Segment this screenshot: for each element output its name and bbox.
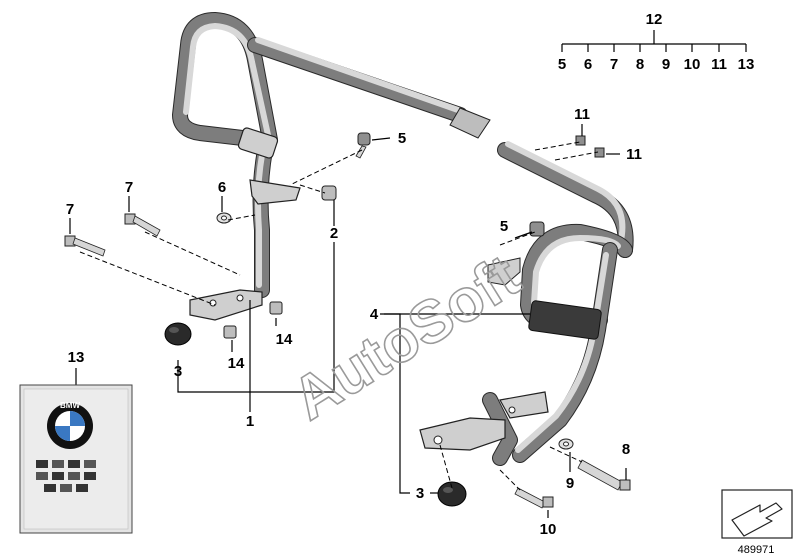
rubber-buffer-3b[interactable]: [437, 481, 467, 507]
callout-8[interactable]: 8: [622, 441, 630, 458]
callout-14[interactable]: 14: [276, 331, 293, 348]
callout-4[interactable]: 4: [370, 306, 379, 323]
kit-legend-item: 7: [610, 56, 618, 73]
callout-5[interactable]: 5: [500, 218, 508, 235]
callout-numbers: 1 2 3 3 4 5 5 6 7 7 8 9 10 11 11 13 14 1…: [66, 106, 642, 538]
callout-5[interactable]: 5: [398, 130, 406, 147]
callout-3[interactable]: 3: [174, 363, 182, 380]
bolt-5-upper[interactable]: [355, 132, 371, 159]
callout-2[interactable]: 2: [330, 225, 338, 242]
callout-7[interactable]: 7: [66, 201, 74, 218]
bolt-8[interactable]: [577, 459, 631, 491]
next-page-arrow-icon[interactable]: [721, 489, 793, 539]
spacer-2[interactable]: [321, 185, 337, 201]
callout-leaders: [69, 124, 627, 518]
nuts-14[interactable]: [223, 301, 283, 339]
washer-9[interactable]: [558, 438, 574, 450]
callout-7[interactable]: 7: [125, 179, 133, 196]
mount-bracket-left: [189, 179, 301, 321]
bmw-brand-text: BMW: [60, 401, 80, 410]
callout-13[interactable]: 13: [68, 349, 85, 366]
crash-bar-right[interactable]: [482, 141, 634, 466]
booklet-symbols-icon: [36, 460, 96, 492]
kit-legend: 12 5 6 7 8 9 10 11 13: [558, 11, 755, 73]
kit-legend-item: 9: [662, 56, 670, 73]
crash-bar-left[interactable]: [172, 12, 491, 298]
bmw-logo-icon: BMW: [47, 401, 93, 449]
bolt-7a[interactable]: [64, 235, 106, 257]
washer-6[interactable]: [216, 212, 232, 224]
kit-legend-title: 12: [646, 11, 663, 28]
callout-9[interactable]: 9: [566, 475, 574, 492]
callout-3[interactable]: 3: [416, 485, 424, 502]
bolt-10[interactable]: [514, 487, 554, 509]
mount-bracket-right: [419, 257, 549, 451]
kit-legend-item: 10: [684, 56, 701, 73]
kit-legend-item: 8: [636, 56, 644, 73]
bolt-7b[interactable]: [124, 213, 161, 237]
callout-11[interactable]: 11: [626, 146, 642, 163]
callout-11[interactable]: 11: [574, 106, 590, 123]
kit-legend-item: 11: [711, 56, 727, 73]
rubber-buffer-3a[interactable]: [164, 322, 192, 346]
callout-14[interactable]: 14: [228, 355, 245, 372]
kit-legend-item: 13: [738, 56, 755, 73]
callout-6[interactable]: 6: [218, 179, 226, 196]
assembly-lines: [79, 141, 599, 491]
bolt-5-lower[interactable]: [529, 221, 545, 237]
kit-legend-item: 5: [558, 56, 566, 73]
diagram-id: 489971: [738, 544, 775, 556]
manual-booklet[interactable]: BMW: [19, 384, 133, 534]
callout-10[interactable]: 10: [540, 521, 557, 538]
callout-1[interactable]: 1: [246, 413, 254, 430]
kit-legend-item: 6: [584, 56, 592, 73]
